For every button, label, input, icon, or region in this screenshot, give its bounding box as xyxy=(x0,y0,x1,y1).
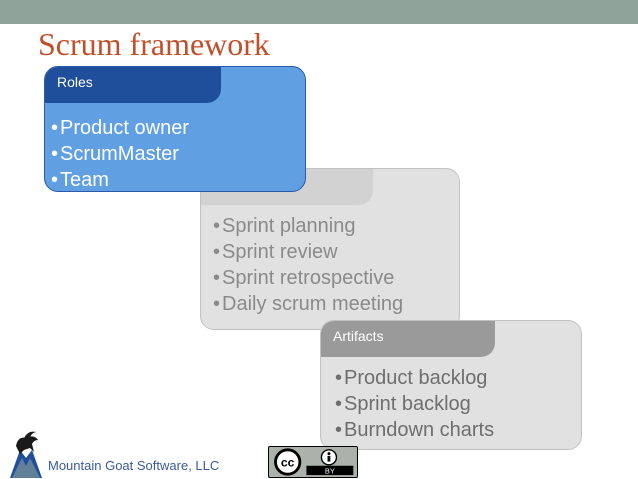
list-item: •Product backlog xyxy=(335,367,488,389)
artifacts-tab: Artifacts xyxy=(321,321,495,357)
roles-list: •Product owner •ScrumMaster •Team xyxy=(51,115,189,191)
list-item: •Team xyxy=(51,169,109,191)
ceremonies-list: •Sprint planning •Sprint review •Sprint … xyxy=(213,213,403,317)
list-item: •Sprint backlog xyxy=(335,393,471,415)
creative-commons-by-icon: cc BY xyxy=(268,446,358,478)
slide-title: Scrum framework xyxy=(38,26,270,62)
artifacts-list: •Product backlog •Sprint backlog •Burndo… xyxy=(335,365,494,443)
list-item: •Sprint review xyxy=(213,241,338,263)
list-item: •Daily scrum meeting xyxy=(213,293,404,315)
list-item: •Burndown charts xyxy=(335,419,495,441)
company-name: Mountain Goat Software, LLC xyxy=(48,458,220,473)
list-item: •Product owner xyxy=(51,117,189,139)
goat-logo-icon xyxy=(10,431,42,478)
svg-text:cc: cc xyxy=(281,456,295,470)
top-bar xyxy=(0,0,638,24)
roles-tab: Roles xyxy=(45,67,221,103)
artifacts-card: Artifacts •Product backlog •Sprint backl… xyxy=(320,320,582,450)
list-item: •Sprint retrospective xyxy=(213,267,395,289)
roles-card: Roles •Product owner •ScrumMaster •Team xyxy=(44,66,306,192)
list-item: •Sprint planning xyxy=(213,215,356,237)
ceremonies-card: Ceremonies •Sprint planning •Sprint revi… xyxy=(200,168,460,330)
list-item: •ScrumMaster xyxy=(51,143,179,165)
license-badge-text: BY xyxy=(325,467,335,476)
